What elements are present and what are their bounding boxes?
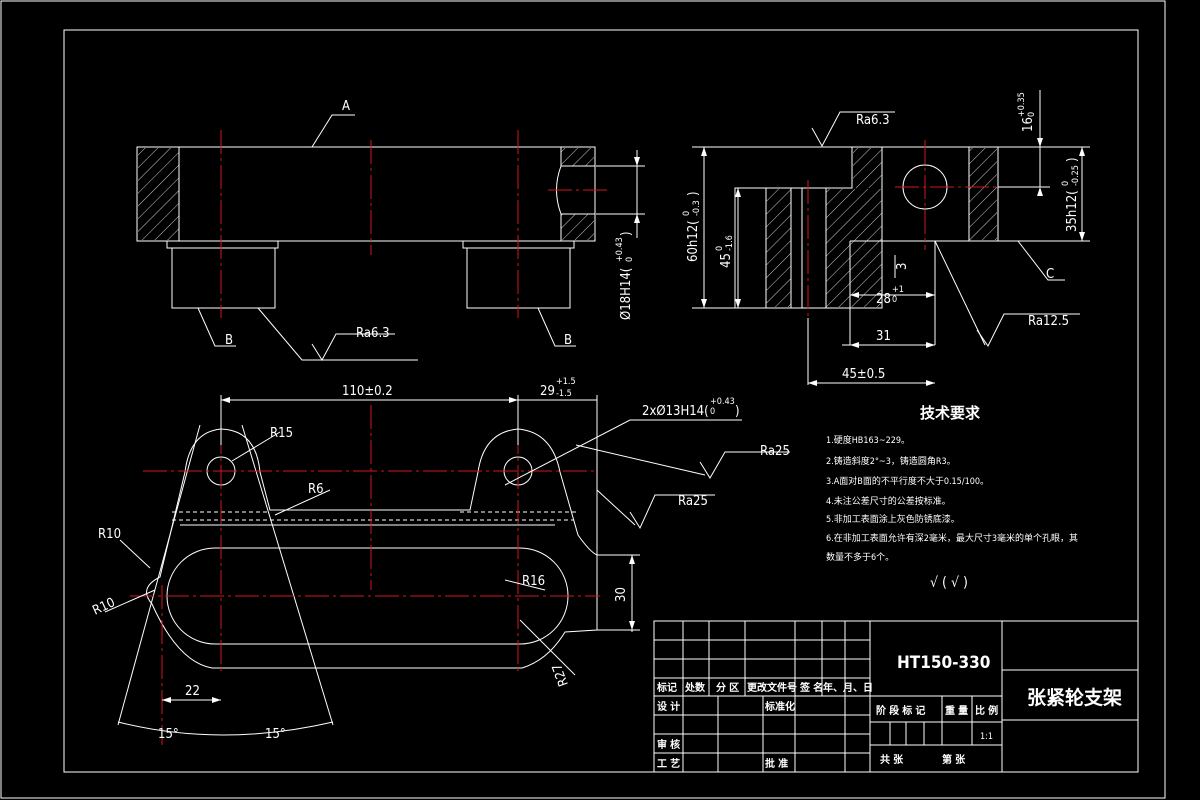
tb-total-sheets: 共 张 (880, 753, 904, 766)
tech-requirements: 技术要求 1.硬度HB163~229。 2.铸造斜度2°~3，铸造圆角R3。 3… (826, 404, 1078, 591)
svg-text:-0.25: -0.25 (1071, 165, 1081, 186)
material-text: HT150-330 (897, 653, 990, 673)
ra63-side: Ra6.3 (856, 113, 890, 128)
svg-text:-1.6: -1.6 (725, 235, 735, 251)
svg-text:0: 0 (682, 211, 692, 216)
dim-22: 22 (185, 684, 200, 699)
ra25-upper: Ra25 (760, 444, 790, 459)
svg-text:29: 29 (540, 384, 555, 399)
svg-text:35h12(: 35h12( (1065, 190, 1080, 232)
dim-16: 16 +0.35 0 (1017, 92, 1037, 132)
label-a: A (342, 99, 350, 114)
svg-text:-0.3: -0.3 (692, 200, 702, 216)
svg-text:0: 0 (710, 407, 715, 417)
tb-process: 工 艺 (657, 757, 680, 770)
svg-text:): ) (619, 231, 634, 236)
svg-text:+1.5: +1.5 (556, 377, 576, 387)
ra125: Ra12.5 (1028, 314, 1069, 329)
svg-text:2xØ13H14(: 2xØ13H14( (642, 404, 709, 419)
scale-value: 1:1 (980, 732, 993, 742)
svg-text:Ø18H14(: Ø18H14( (619, 268, 634, 320)
angle-right: 15° (265, 727, 286, 742)
side-view (692, 90, 1090, 386)
tech-item-4: 4.未注公差尺寸的公差按标准。 (826, 495, 951, 507)
ra63-front: Ra6.3 (356, 326, 390, 341)
label-b-left: B (225, 333, 233, 348)
tb-review: 审 核 (657, 738, 680, 751)
svg-text:28: 28 (876, 292, 891, 307)
dim-31: 31 (876, 329, 891, 344)
tech-item-6: 6.在非加工表面允许有深2毫米，最大尺寸3毫米的单个孔眼，其 (826, 532, 1078, 544)
svg-text:45: 45 (719, 253, 734, 268)
svg-text:+0.43: +0.43 (615, 237, 625, 262)
angle-left: 15° (158, 727, 179, 742)
dim-45h: 45±0.5 (842, 367, 885, 382)
tb-signature: 签 名 (799, 681, 823, 694)
dim-35: 35h12( 0 -0.25 ) (1061, 157, 1081, 232)
tech-item-7: 数量不多于6个。 (826, 551, 894, 563)
tb-approve: 批 准 (765, 757, 788, 770)
inner-frame (63, 29, 1139, 773)
front-view (136, 114, 645, 361)
svg-text:): ) (735, 404, 740, 419)
r15: R15 (270, 426, 293, 441)
tb-weight: 重 量 (945, 704, 968, 717)
dim-3: 3 (895, 263, 910, 270)
tb-change-doc: 更改文件号 (747, 681, 797, 694)
r27: R27 (550, 661, 572, 688)
svg-text:): ) (686, 191, 701, 196)
tb-ratio: 比 例 (975, 704, 998, 717)
svg-text:+1: +1 (892, 285, 904, 295)
dim-45v: 45 0 -1.6 (715, 235, 735, 268)
tech-item-2: 2.铸造斜度2°~3，铸造圆角R3。 (826, 455, 956, 467)
r10-upper: R10 (98, 527, 121, 542)
svg-text:): ) (1065, 157, 1080, 162)
svg-text:-1.5: -1.5 (556, 389, 572, 399)
dim-110: 110±0.2 (342, 384, 393, 399)
svg-text:0: 0 (1027, 112, 1037, 117)
roughness-note: √ ( √ ) (930, 575, 968, 591)
label-b-right: B (564, 333, 572, 348)
svg-text:0: 0 (625, 257, 635, 262)
tech-item-5: 5.非加工表面涂上灰色防锈底漆。 (826, 513, 960, 525)
svg-text:+0.35: +0.35 (1017, 92, 1027, 117)
tb-zone: 分 区 (716, 681, 739, 694)
svg-text:0: 0 (892, 295, 897, 305)
label-c: C (1046, 267, 1054, 282)
svg-text:16: 16 (1021, 117, 1036, 132)
ra25-lower: Ra25 (678, 494, 708, 509)
r10-lower: R10 (90, 595, 117, 618)
outer-frame (0, 0, 1166, 799)
dim-29: 29 +1.5 -1.5 (540, 377, 576, 399)
tech-item-1: 1.硬度HB163~229。 (826, 434, 910, 446)
r6: R6 (308, 482, 324, 497)
part-name-text: 张紧轮支架 (1027, 686, 1122, 709)
tb-mark: 标记 (656, 681, 677, 694)
dim-60: 60h12( 0 -0.3 ) (682, 191, 702, 262)
svg-text:60h12(: 60h12( (686, 220, 701, 262)
tb-count: 处数 (684, 681, 706, 694)
top-view (104, 395, 790, 745)
tb-sheet-no: 第 张 (942, 753, 966, 766)
tb-date: 年、月、日 (823, 681, 873, 694)
tech-heading: 技术要求 (920, 404, 981, 422)
r16: R16 (522, 574, 545, 589)
title-block (653, 620, 1139, 773)
svg-text:+0.43: +0.43 (710, 397, 735, 407)
tb-standardize: 标准化 (764, 700, 795, 713)
tech-item-3: 3.A面对B面的不平行度不大于0.15/100。 (826, 475, 989, 487)
dim-30: 30 (614, 587, 629, 602)
svg-text:0: 0 (715, 246, 725, 251)
dim-2x13: 2xØ13H14( +0.43 0 ) (642, 397, 740, 419)
dim-28: 28 +1 0 (876, 285, 904, 307)
tb-design: 设 计 (657, 700, 680, 713)
svg-text:0: 0 (1061, 181, 1071, 186)
dim-d18: Ø18H14( +0.43 0 ) (615, 231, 635, 320)
tb-stage-mark: 阶 段 标 记 (876, 704, 925, 717)
